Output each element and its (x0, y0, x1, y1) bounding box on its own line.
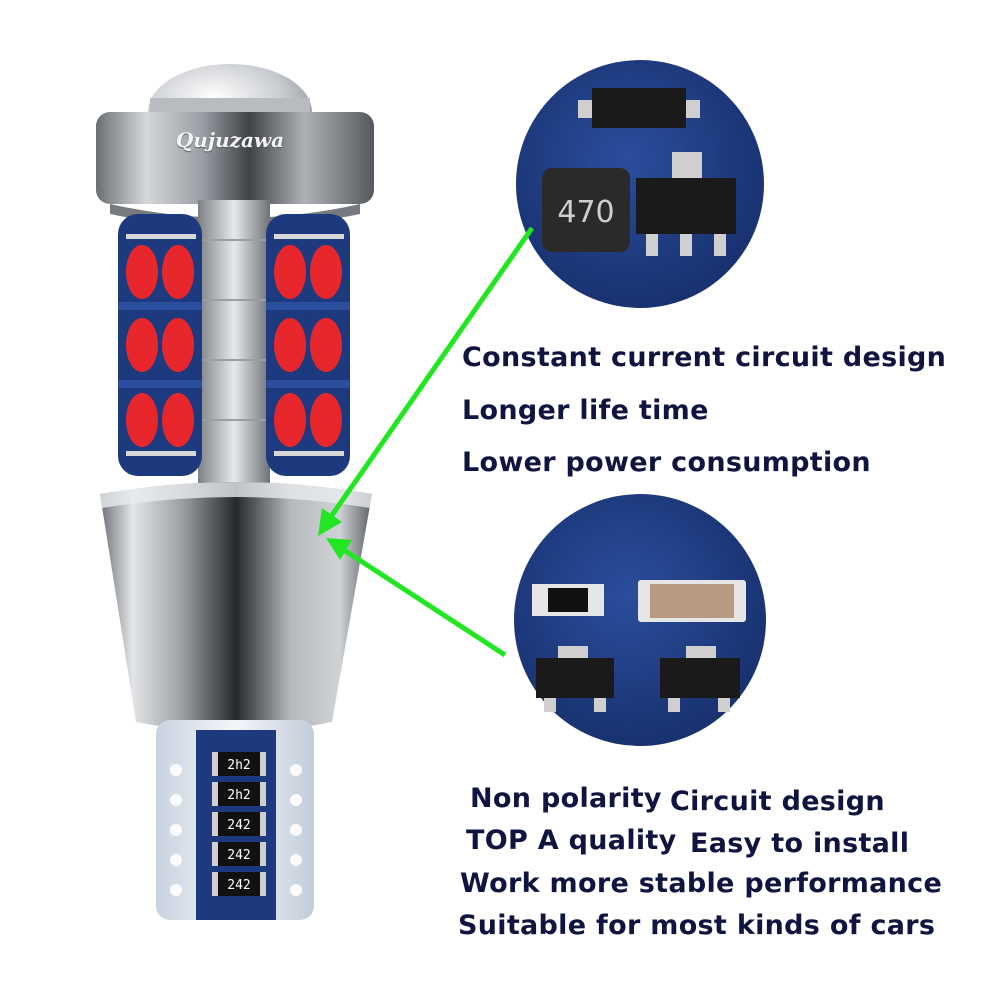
feature-top-quality: TOP A quality (466, 825, 677, 856)
central-core (198, 200, 270, 500)
pointer-arrows (318, 226, 535, 658)
arrow-top-head (318, 508, 342, 536)
feature-non-polarity: Non polarity (470, 783, 662, 814)
feature-circuit-design: Circuit design (670, 786, 885, 817)
resistor-marking: 242 (227, 878, 250, 893)
feature-constant-current: Constant current circuit design (462, 342, 947, 373)
arrow-top (327, 226, 535, 520)
inductor-marking: 470 (557, 195, 614, 230)
feature-longer-life: Longer life time (462, 395, 709, 426)
resistor-marking: 2h2 (227, 788, 250, 803)
zoom-circle-top: 470 (516, 60, 764, 308)
right-led-board (266, 214, 350, 476)
feature-stable-performance: Work more stable performance (460, 868, 943, 899)
resistor-marking: 242 (227, 818, 250, 833)
brand-logo-text: Qujuzawa (175, 128, 285, 152)
top-cap (96, 112, 374, 204)
left-led-board (118, 214, 202, 476)
feature-suitable-cars: Suitable for most kinds of cars (458, 910, 936, 941)
feature-easy-install: Easy to install (690, 828, 910, 859)
arrow-bottom (342, 547, 507, 658)
arrow-bottom-head (326, 538, 352, 560)
resistor-marking: 242 (227, 848, 250, 863)
resistor-marking: 2h2 (227, 758, 250, 773)
lens-ring (150, 98, 310, 116)
feature-lower-power: Lower power consumption (462, 447, 871, 478)
zoom-circle-bottom (514, 494, 766, 746)
heat-sink-cone (100, 482, 372, 732)
